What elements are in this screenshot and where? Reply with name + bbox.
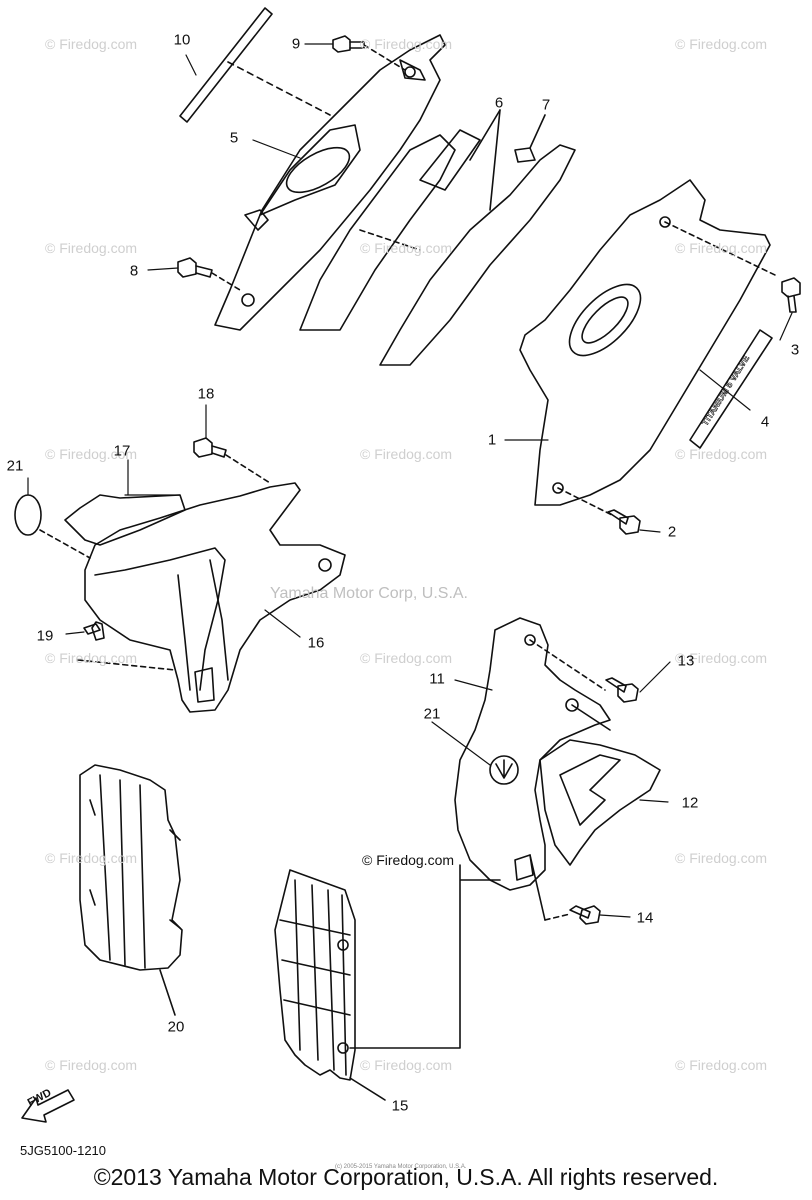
callout-21-left: 21 [6,457,24,475]
part-21-emblem-left [14,494,91,559]
callout-3: 3 [790,341,800,359]
watermark: © Firedog.com [675,850,768,866]
part-10-strip [179,7,273,123]
watermark: © Firedog.com [675,650,768,666]
watermark: © Firedog.com [45,1057,138,1073]
part-9-bolt [332,35,406,71]
part-12-graphic [539,739,661,866]
part-code: 5JG5100-1210 [20,1143,107,1158]
part-4-decal [689,329,773,449]
decal-text: TITANIUM 5 VALVE [700,353,751,427]
part-2-bolt [607,509,641,535]
callout-17: 17 [113,442,131,460]
watermark: © Firedog.com [360,650,453,666]
callout-11: 11 [429,670,445,688]
callout-6: 6 [494,94,504,112]
watermark: © Firedog.com [45,36,138,52]
watermark: © Firedog.com [45,650,138,666]
part-18-bolt [193,437,271,484]
callout-19: 19 [36,627,54,645]
part-13-bolt [605,677,639,703]
callout-14: 14 [636,909,654,927]
watermark: © Firedog.com [45,240,138,256]
callout-16: 16 [307,634,325,652]
part-6-panels [299,109,576,366]
watermark: © Firedog.com [360,1057,453,1073]
callout-5: 5 [229,129,239,147]
callout-2: 2 [667,523,677,541]
part-1-side-cover [519,179,776,516]
callout-18: 18 [197,385,215,403]
tiny-notice: (c) 2005-2015 Yamaha Motor Corporation, … [335,1164,467,1170]
callout-7: 7 [541,96,551,114]
watermark: © Firedog.com [45,446,138,462]
part-15-louvre [274,864,501,1101]
fwd-arrow-icon [21,1089,75,1123]
part-11-shroud [454,617,611,891]
watermark: © Firedog.com [675,446,768,462]
part-5-side-cover [214,34,446,331]
callout-4: 4 [760,413,770,431]
center-watermark: Yamaha Motor Corp, U.S.A. [270,585,468,602]
part-16-shroud [64,482,346,713]
part-14-bolt [529,854,601,925]
callout-15: 15 [391,1097,409,1115]
watermark: © Firedog.com [675,240,768,256]
part-7-tab [514,114,546,163]
watermark: © Firedog.com [45,850,138,866]
callout-9: 9 [291,35,301,53]
callout-12: 12 [681,794,699,812]
watermark: © Firedog.com [675,1057,768,1073]
part-8-bolt [177,257,241,291]
callout-1: 1 [487,431,497,449]
watermark: © Firedog.com [360,240,453,256]
callout-13: 13 [677,652,695,670]
part-3-bolt [781,277,801,313]
copyright: ©2013 Yamaha Motor Corporation, U.S.A. A… [93,1164,719,1190]
part-20-guard [79,764,183,1016]
callout-21-right: 21 [423,705,441,723]
part-19-bolt [77,621,176,671]
watermark: © Firedog.com [360,36,453,52]
leader-lines [27,43,793,918]
callout-20: 20 [167,1018,185,1036]
inner-watermark: © Firedog.com [362,852,455,868]
watermark: © Firedog.com [360,446,453,462]
watermark: © Firedog.com [675,36,768,52]
callout-8: 8 [129,262,139,280]
callout-10: 10 [173,31,191,49]
